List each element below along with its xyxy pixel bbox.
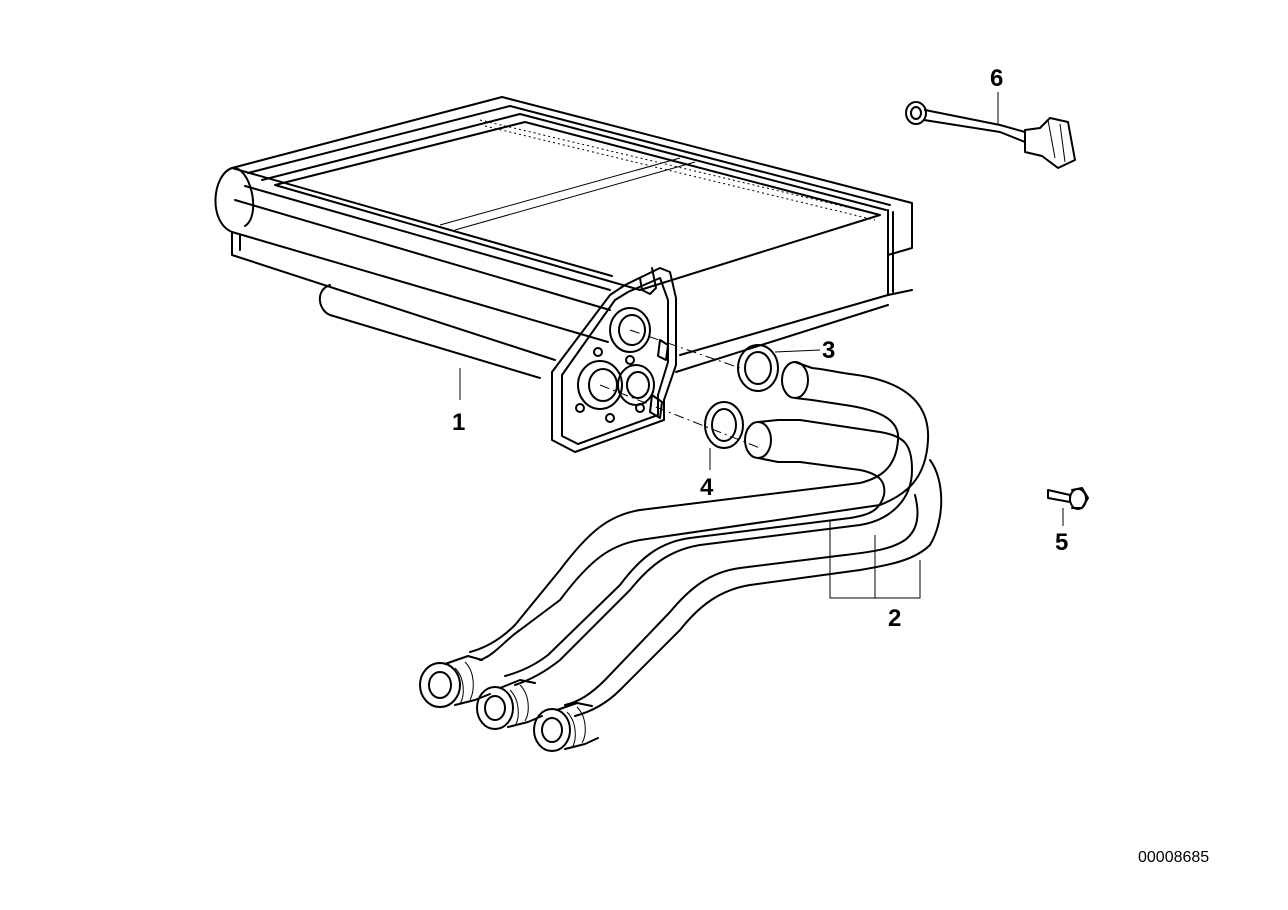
callout-6: 6	[990, 65, 1003, 92]
callout-1: 1	[452, 409, 465, 436]
diagram-reference-number: 00008685	[1138, 849, 1209, 866]
callout-4: 4	[700, 474, 714, 501]
o-ring-upper	[737, 344, 779, 392]
bolt	[1047, 487, 1089, 510]
heater-core	[214, 96, 913, 453]
coolant-pipe-assembly	[419, 361, 943, 752]
callout-3: 3	[822, 337, 835, 364]
callout-5: 5	[1055, 529, 1068, 556]
o-ring-lower	[704, 401, 744, 449]
temperature-sensor	[905, 101, 1076, 169]
callout-2: 2	[888, 605, 901, 632]
